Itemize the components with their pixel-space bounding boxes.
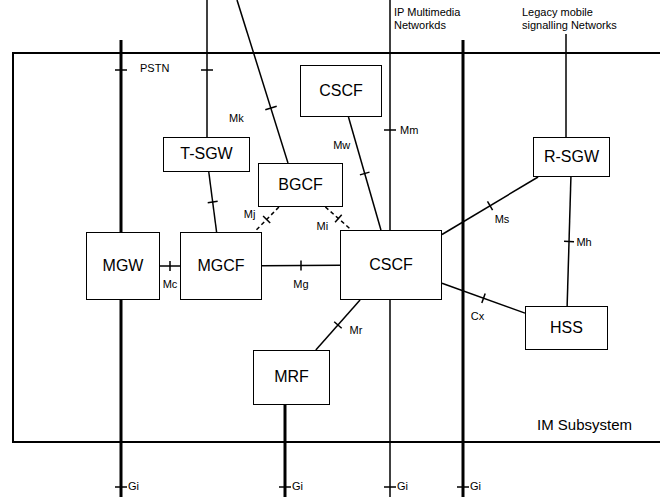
region-title: IM Subsystem [537, 416, 632, 433]
packet-bearer-line [462, 40, 465, 497]
interface-link [254, 207, 279, 232]
interface-name: Mk [229, 112, 244, 125]
interface-tick [564, 241, 574, 243]
connector-layer [160, 117, 571, 350]
interface-name: Mi [316, 219, 330, 231]
interface-name: Mw [332, 138, 351, 150]
interface-tick [457, 486, 469, 488]
interface-name: Mj [243, 207, 257, 219]
interface-tick [169, 261, 171, 271]
tick-layer [170, 172, 574, 328]
interface-tick [263, 216, 270, 223]
function-box: MRF [253, 350, 330, 405]
interface-link [442, 283, 525, 313]
network-name: IP Multimedia Networkds [394, 6, 494, 31]
network-name: PSTN [140, 62, 169, 75]
function-name: R-SGW [544, 148, 599, 166]
function-box: BGCF [258, 163, 343, 207]
pstn-signalling-line [206, 0, 208, 137]
function-name: BGCF [278, 176, 322, 194]
function-box: HSS [525, 306, 608, 350]
function-name: HSS [550, 319, 583, 337]
interface-name: Mr [349, 324, 364, 336]
interface-name: Mg [292, 277, 309, 289]
interface-name: Gi [397, 480, 408, 493]
function-box: CSCF [300, 65, 382, 117]
interface-tick [482, 293, 485, 302]
function-box: MGCF [180, 232, 262, 300]
function-name: MRF [274, 368, 309, 386]
function-name: MGCF [197, 257, 244, 275]
interface-tick [360, 172, 370, 175]
interface-name: Gi [470, 480, 481, 493]
function-name: CSCF [369, 256, 413, 274]
interface-tick [384, 486, 396, 488]
legacy-signalling-line [565, 34, 567, 137]
interface-name: Gi [128, 480, 139, 493]
network-lines [115, 0, 566, 497]
subsystem-region: IM Subsystem CSCF T-SGW R-SGW BGCF MGW MGCF CSC… [12, 52, 660, 443]
interface-name: Cx [470, 310, 485, 322]
interface-tick [334, 322, 341, 329]
interface-tick [115, 486, 127, 488]
function-box: T-SGW [163, 137, 250, 172]
network-name: Legacy mobile signalling Networks [522, 6, 634, 31]
interface-name: Mc [162, 278, 179, 290]
function-name: MGW [103, 257, 144, 275]
interface-tick [115, 69, 127, 71]
interface-link [348, 117, 380, 230]
function-box: R-SGW [533, 137, 610, 177]
function-name: CSCF [319, 82, 363, 100]
function-box: CSCF [340, 230, 442, 300]
mrf-bearer-line [284, 405, 287, 497]
interface-tick [208, 201, 218, 202]
function-box: MGW [86, 232, 160, 300]
interface-tick [201, 69, 213, 71]
interface-link [325, 207, 351, 230]
interface-name: Ms [494, 213, 511, 225]
function-name: T-SGW [180, 145, 232, 163]
interface-link [442, 177, 538, 234]
interface-tick [300, 261, 302, 271]
interface-tick [487, 201, 492, 210]
interface-tick [384, 129, 396, 131]
interface-name: Mh [575, 235, 592, 247]
interface-tick [335, 215, 342, 222]
interface-name: Gi [292, 480, 303, 493]
interface-tick [265, 106, 276, 110]
interface-name: Mm [400, 124, 418, 137]
interface-tick [279, 486, 291, 488]
